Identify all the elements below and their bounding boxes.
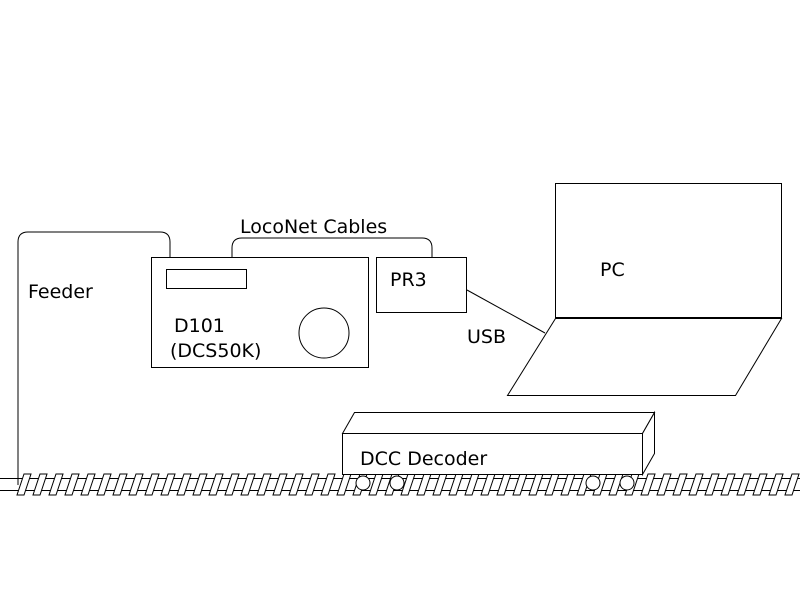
track-tie: [48, 473, 64, 496]
track-tie: [688, 473, 704, 496]
wheel: [619, 475, 635, 491]
track-ties: [16, 473, 800, 496]
pc-laptop: PC: [506, 183, 783, 396]
track-tie: [752, 473, 768, 496]
pr3-label: PR3: [390, 269, 427, 291]
usb-label: USB: [467, 326, 506, 348]
track-tie: [768, 473, 784, 496]
track-tie: [640, 473, 656, 496]
loconet-cable: [231, 237, 433, 257]
track-tie: [160, 473, 176, 496]
track-tie: [32, 473, 48, 496]
track-tie: [336, 473, 352, 496]
loconet-cables-label: LocoNet Cables: [240, 216, 387, 238]
track-tie: [656, 473, 672, 496]
d101-display: [166, 269, 247, 289]
track-tie: [272, 473, 288, 496]
pc-screen: [555, 183, 782, 318]
track-tie: [304, 473, 320, 496]
wheel: [389, 475, 405, 491]
track-tie: [496, 473, 512, 496]
locomotive: DCC Decoder: [341, 410, 656, 491]
feeder-label: Feeder: [28, 281, 93, 303]
wheel: [355, 475, 371, 491]
track-tie: [288, 473, 304, 496]
dcc-decoder-label: DCC Decoder: [360, 448, 487, 470]
d101-knob: [298, 307, 350, 359]
track-tie: [464, 473, 480, 496]
locomotive-body-front: [342, 433, 643, 475]
track-tie: [784, 473, 800, 496]
d101-model-label: (DCS50K): [170, 340, 261, 362]
track-tie: [176, 473, 192, 496]
pr3-body: [376, 257, 467, 313]
feeder-wire: [17, 231, 171, 485]
track-tie: [368, 473, 384, 496]
track-tie: [720, 473, 736, 496]
track-tie: [112, 473, 128, 496]
track-tie: [448, 473, 464, 496]
track-tie: [128, 473, 144, 496]
pc-keyboard: [506, 318, 783, 396]
d101-name-label: D101: [174, 315, 225, 337]
track-tie: [544, 473, 560, 496]
track-tie: [736, 473, 752, 496]
track-tie: [240, 473, 256, 496]
pr3-interface: PR3: [376, 257, 467, 313]
track-tie: [320, 473, 336, 496]
wheel: [585, 475, 601, 491]
track-tie: [560, 473, 576, 496]
track-tie: [672, 473, 688, 496]
d101-command-station: D101 (DCS50K): [151, 257, 369, 368]
locomotive-body-top: [341, 412, 656, 434]
track-tie: [64, 473, 80, 496]
track-tie: [256, 473, 272, 496]
track-tie: [16, 473, 32, 496]
track-tie: [528, 473, 544, 496]
pc-label: PC: [600, 259, 625, 281]
track-tie: [96, 473, 112, 496]
track-tie: [512, 473, 528, 496]
track-tie: [432, 473, 448, 496]
track-tie: [704, 473, 720, 496]
track-tie: [144, 473, 160, 496]
track-tie: [416, 473, 432, 496]
track-tie: [192, 473, 208, 496]
track-tie: [224, 473, 240, 496]
usb-cable: [466, 289, 546, 334]
track-tie: [208, 473, 224, 496]
track-tie: [480, 473, 496, 496]
track-tie: [80, 473, 96, 496]
